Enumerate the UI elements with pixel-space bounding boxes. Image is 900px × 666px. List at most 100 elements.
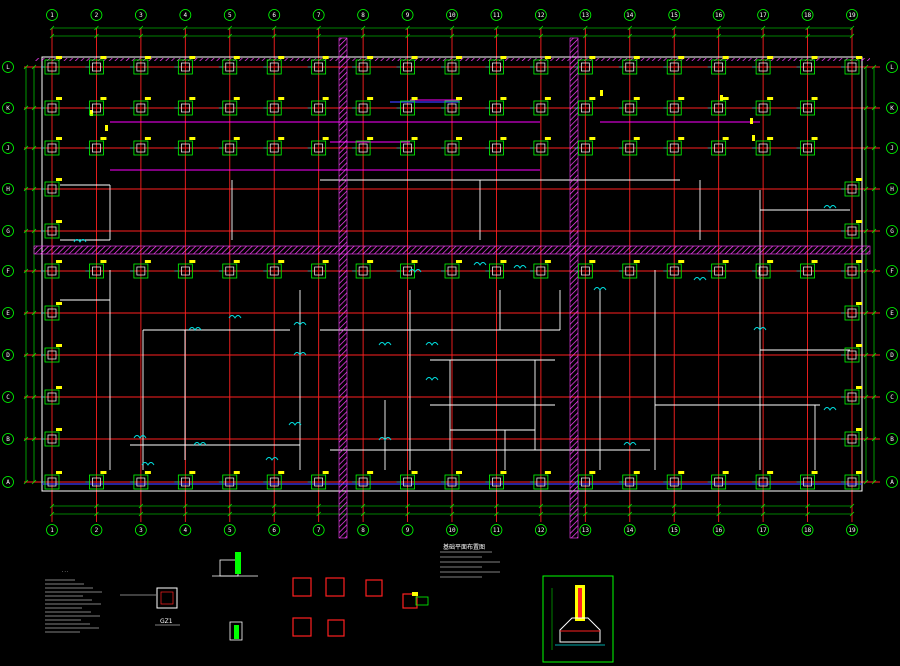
axis-bubble-label: 2: [95, 12, 99, 19]
footing-column: [447, 62, 457, 72]
gz1-label: GZ1: [160, 618, 173, 625]
dim-tick: [227, 503, 232, 509]
footing-label-mark: [500, 260, 507, 263]
row-bubble-right-E: E: [886, 307, 898, 319]
footing-label-mark: [56, 428, 62, 431]
axis-bubble-ring: [886, 307, 898, 319]
footing-column: [314, 477, 324, 487]
footing-column: [847, 308, 857, 318]
footing-15F: [663, 260, 685, 279]
cloud-6: [425, 342, 439, 346]
col-bubble-top-10: 10: [446, 9, 458, 21]
footing-8F: [352, 260, 374, 279]
footing-column: [269, 477, 279, 487]
cloud-0: [73, 239, 87, 243]
dim-tick: [138, 503, 144, 509]
footing-column: [758, 143, 768, 153]
footing-column: [225, 143, 235, 153]
axis-bubble-label: 13: [582, 12, 590, 19]
footing-2J: [85, 137, 107, 156]
footing-column: [758, 266, 768, 276]
cloud-16: [408, 269, 422, 273]
axis-bubble-ring: [134, 9, 147, 21]
footing-column: [758, 62, 768, 72]
footing-column: [803, 143, 812, 153]
footing-label-mark: [767, 56, 774, 59]
footing-column: [714, 266, 724, 276]
axis-bubble-label: 9: [406, 527, 410, 534]
dim-tick: [316, 503, 321, 509]
footing-label-mark: [278, 56, 285, 59]
footing-column: [269, 143, 279, 153]
dim-tick: [805, 511, 810, 517]
axis-bubble-ring: [446, 524, 458, 536]
footing-label-mark: [56, 97, 62, 100]
footing-column: [758, 477, 768, 487]
dim-tick: [31, 186, 37, 192]
footing-7A: [307, 471, 329, 490]
dim-tick: [23, 352, 29, 358]
footing-column: [625, 143, 635, 153]
notes-heading: · · ·: [62, 569, 68, 574]
footing-19F: [841, 260, 862, 279]
col-bubble-top-5: 5: [223, 9, 236, 21]
axis-bubble-ring: [2, 142, 14, 154]
footing-column: [269, 266, 279, 276]
dim-tick: [538, 33, 544, 39]
footing-column: [180, 266, 190, 276]
axis-bubble-ring: [801, 9, 814, 21]
footing-5J: [218, 137, 240, 156]
footing-column: [669, 143, 679, 153]
note-mark-5: [752, 135, 755, 141]
footing-1H: [41, 178, 62, 197]
footing-column: [47, 434, 57, 444]
dim-tick: [494, 25, 499, 31]
footing-label-mark: [633, 56, 640, 59]
dim-tick: [227, 511, 232, 517]
axis-bubble-label: G: [6, 228, 10, 235]
footing-column: [492, 62, 501, 72]
footing-12A: [529, 471, 551, 490]
axis-bubble-label: 13: [582, 527, 590, 534]
footing-column: [47, 143, 57, 153]
footing-label-mark: [856, 260, 862, 263]
footing-10A: [441, 471, 462, 490]
foundation-footing: [559, 617, 601, 643]
dim-tick: [449, 503, 455, 509]
footing-label-mark: [56, 302, 62, 305]
dim-tick: [272, 33, 277, 39]
footing-column: [447, 477, 457, 487]
dim-tick: [183, 33, 188, 39]
footing-label-mark: [856, 344, 862, 347]
hatched-strips: [33, 37, 871, 539]
dim-tick: [405, 503, 410, 509]
note-mark-3: [720, 95, 723, 101]
footing-19A: [841, 471, 862, 490]
footing-3K: [129, 97, 151, 116]
footing-column: [314, 103, 324, 113]
axis-bubble-ring: [534, 524, 547, 536]
axis-bubble-label: C: [6, 394, 10, 401]
footing-column: [47, 62, 57, 72]
dim-tick: [360, 33, 366, 39]
footing-2L: [85, 56, 107, 75]
axis-bubble-label: 10: [448, 12, 456, 19]
axis-bubble-label: H: [890, 186, 894, 193]
axis-bubble-ring: [2, 307, 14, 319]
hatch-top-band: [34, 58, 870, 61]
footing-label-mark: [767, 471, 774, 474]
footing-6L: [263, 56, 285, 75]
footing-label-mark: [367, 97, 374, 100]
footing-15A: [663, 471, 685, 490]
footing-column: [625, 62, 635, 72]
dim-tick: [863, 228, 869, 234]
footing-14A: [618, 471, 640, 490]
axis-bubble-ring: [579, 524, 592, 536]
dim-tick: [627, 33, 632, 39]
row-bubble-left-J: J: [2, 142, 14, 154]
footing-label-mark: [856, 302, 862, 305]
col-bubble-bottom-5: 5: [223, 524, 236, 536]
footing-column: [314, 62, 324, 72]
footing-10F: [441, 260, 462, 279]
